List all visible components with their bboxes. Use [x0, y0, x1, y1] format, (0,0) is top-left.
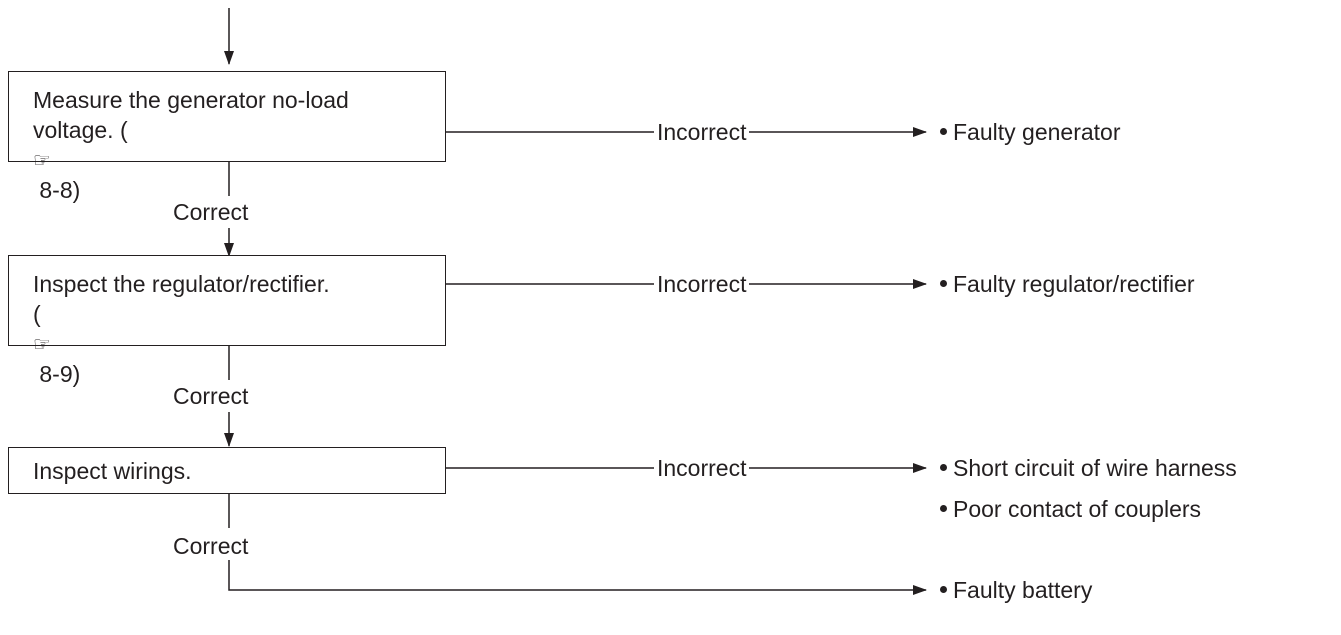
bullet-icon [940, 280, 947, 288]
bullet-icon [940, 586, 947, 594]
result-poor-contact: Poor contact of couplers [940, 496, 1201, 522]
step-1-line-2: voltage. (☞ 8-8) [33, 115, 445, 205]
step-box-inspect-wirings: Inspect wirings. [8, 447, 446, 494]
connector-final-arrow [228, 560, 927, 595]
incorrect-label-1: Incorrect [654, 119, 750, 145]
correct-label-3: Correct [173, 533, 249, 559]
bullet-icon [940, 464, 947, 472]
step-3-line-1: Inspect wirings. [33, 458, 192, 484]
result-faulty-regulator: Faulty regulator/rectifier [940, 271, 1195, 297]
step-2-line-2: (☞ 8-9) [33, 299, 445, 389]
result-faulty-battery: Faulty battery [940, 577, 1092, 603]
step-1-line-1: Measure the generator no-load [33, 87, 349, 113]
result-short-circuit: Short circuit of wire harness [940, 455, 1237, 481]
pointing-hand-icon: ☞ [33, 148, 51, 172]
step-box-measure-voltage: Measure the generator no-load voltage. (… [8, 71, 446, 203]
pointing-hand-icon: ☞ [33, 332, 51, 356]
result-faulty-generator: Faulty generator [940, 119, 1120, 145]
bullet-icon [940, 128, 947, 136]
bullet-icon [940, 505, 947, 513]
step-box-inspect-regulator: Inspect the regulator/rectifier. (☞ 8-9) [8, 255, 446, 387]
correct-label-2: Correct [173, 383, 249, 409]
incorrect-label-3: Incorrect [654, 455, 750, 481]
incorrect-label-2: Incorrect [654, 271, 750, 297]
correct-label-1: Correct [173, 199, 249, 225]
step-2-line-1: Inspect the regulator/rectifier. [33, 271, 330, 297]
